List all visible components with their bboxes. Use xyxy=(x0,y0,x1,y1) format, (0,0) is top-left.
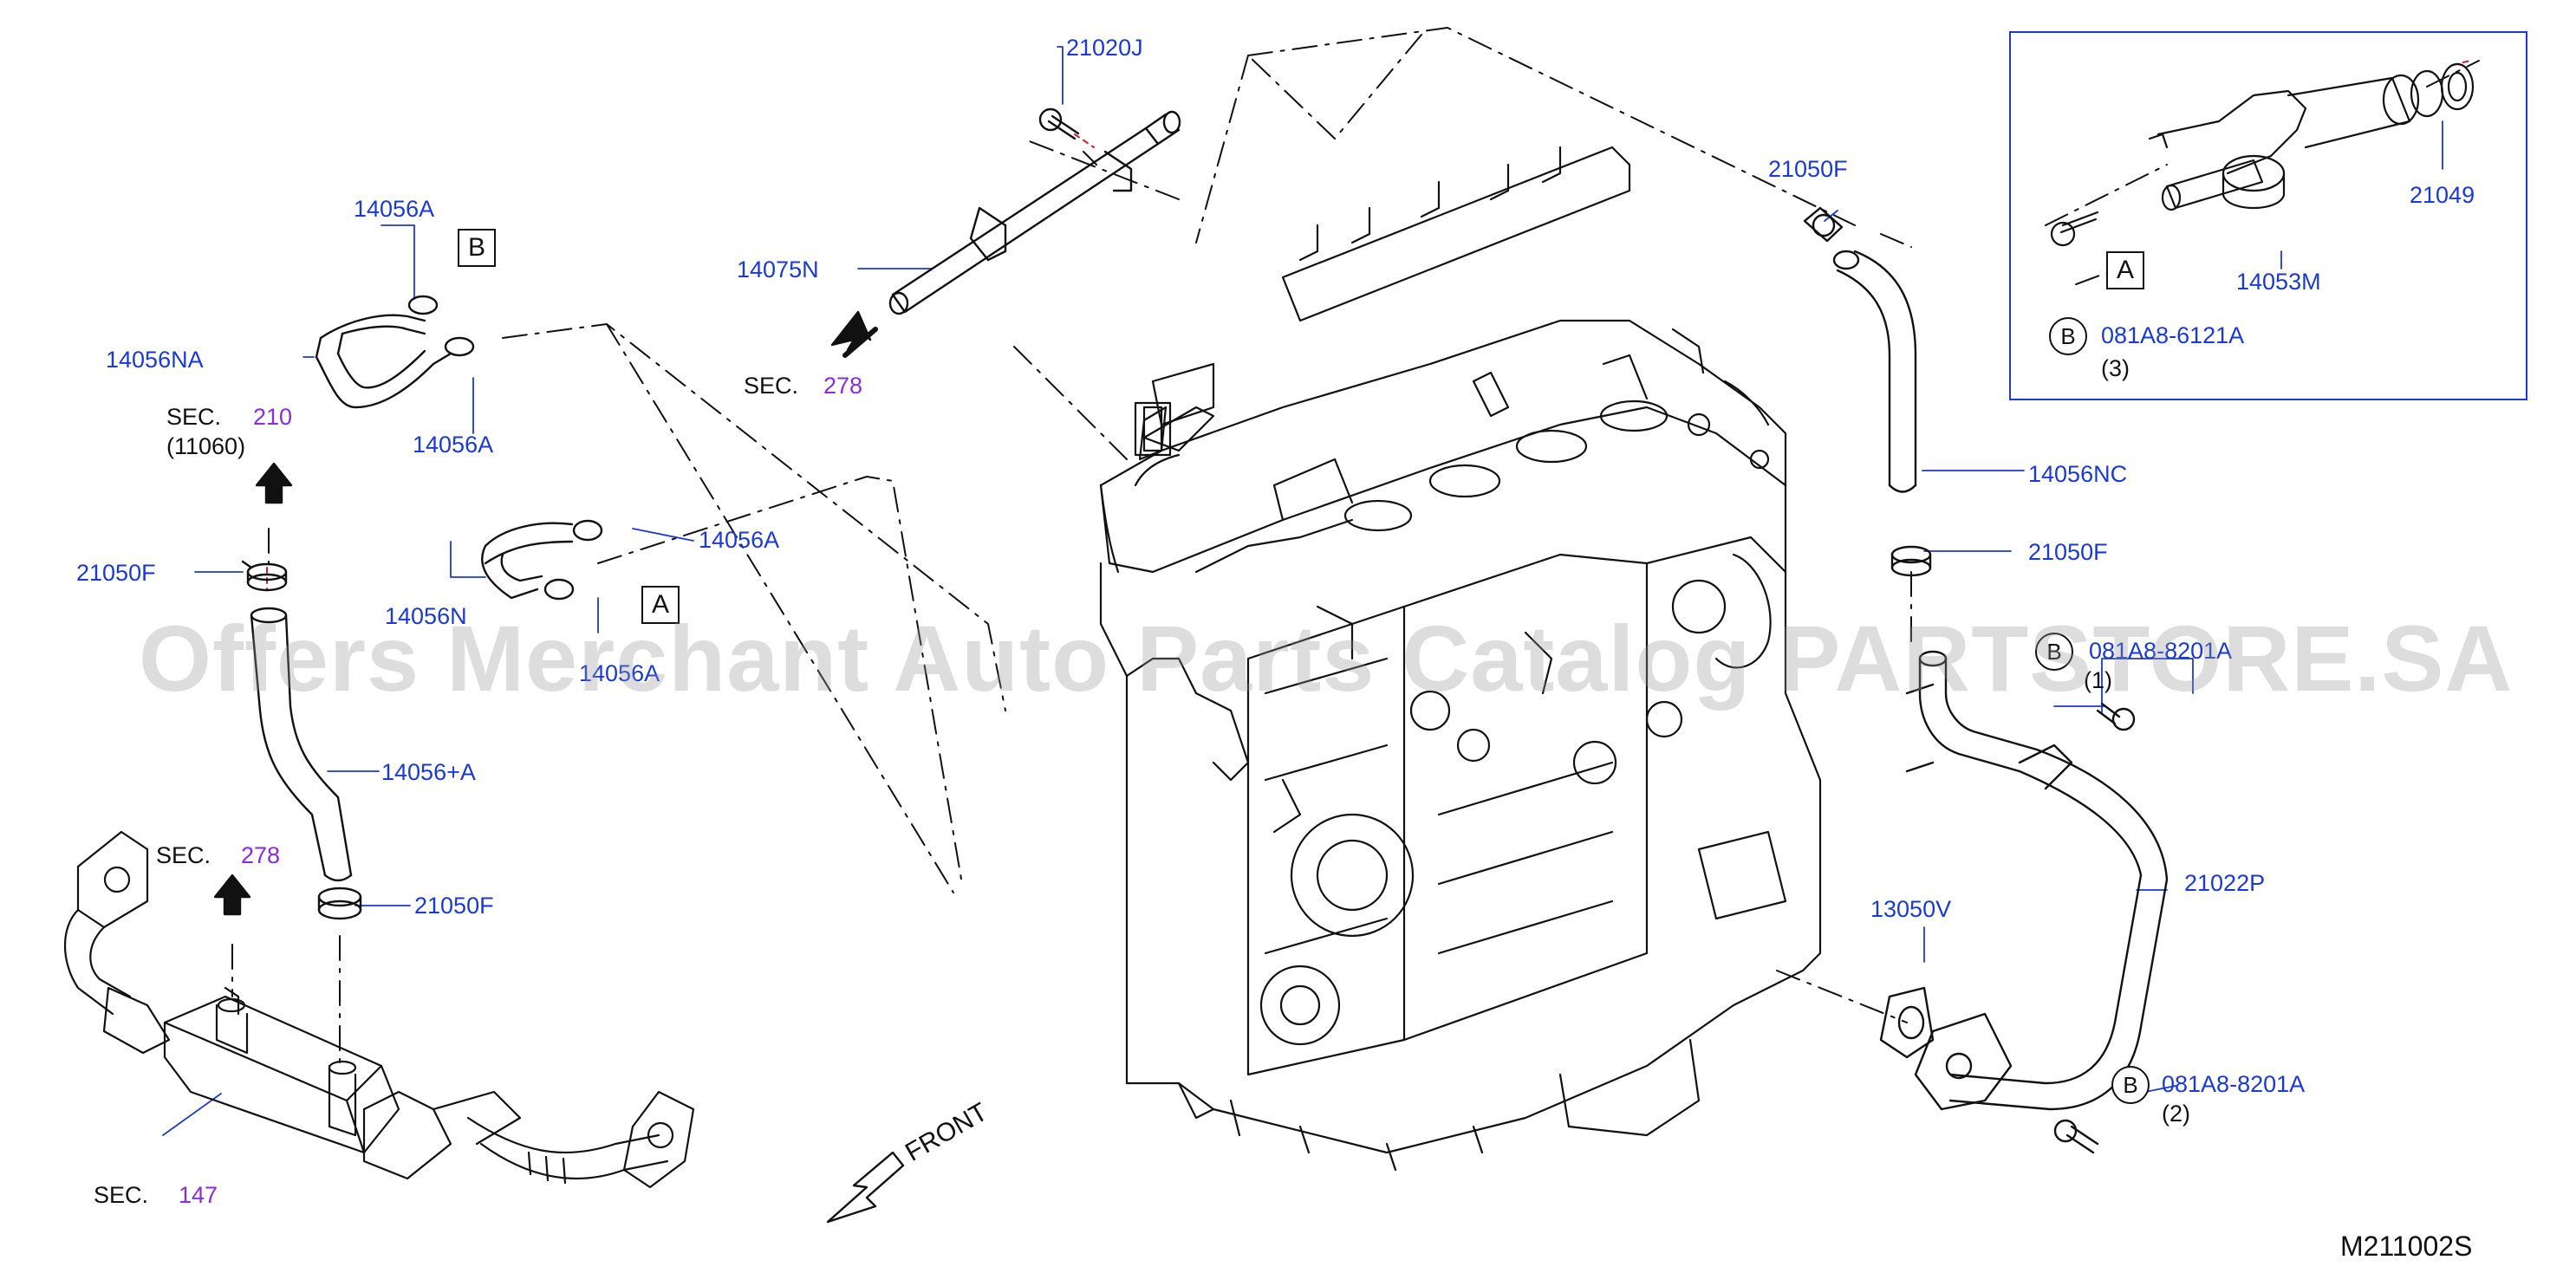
label-14053M: 14053M xyxy=(2236,269,2321,295)
label-14056N: 14056N xyxy=(385,603,467,629)
label-081A8-8201A-top: 081A8-8201A xyxy=(2089,638,2233,664)
label-14056A-1: 14056A xyxy=(354,196,435,222)
label-21050F-top: 21050F xyxy=(1768,156,1848,182)
clamp-21050F-bottom xyxy=(317,887,362,920)
label-14056NA: 14056NA xyxy=(106,347,204,373)
front-arrow xyxy=(826,1151,905,1224)
sec-278-left-word: SEC. xyxy=(156,842,211,868)
callout-A-mid: A xyxy=(641,586,680,624)
label-21050F-bottom: 21050F xyxy=(414,893,494,919)
label-081A8-6121A: 081A8-6121A xyxy=(2101,322,2245,348)
label-14056NC: 14056NC xyxy=(2028,461,2128,487)
leader-lines xyxy=(162,46,2443,1136)
label-14056plusA: 14056+A xyxy=(381,759,476,785)
label-21020J: 21020J xyxy=(1066,35,1143,61)
label-14075N: 14075N xyxy=(737,257,819,283)
watermark-text: Offers Merchant Auto Parts Catalog PARTS… xyxy=(139,606,2514,711)
sec-278-top-arrow xyxy=(830,310,872,352)
hose-14056N xyxy=(481,519,603,601)
label-14056A-2: 14056A xyxy=(413,432,494,458)
sec-278-left-arrow xyxy=(213,874,251,916)
engine-block xyxy=(1099,146,1822,1172)
sec-210-number: 210 xyxy=(253,404,293,430)
sec-278-top-number: 278 xyxy=(823,373,863,399)
qty-1: (1) xyxy=(2084,667,2112,693)
label-21049: 21049 xyxy=(2410,182,2475,208)
hose-14056plusA xyxy=(250,607,353,882)
inset-parts xyxy=(2050,62,2475,247)
sec-210-word: SEC. xyxy=(166,404,222,430)
clamp-21050F-right xyxy=(1890,545,1932,577)
label-21022P: 21022P xyxy=(2184,870,2266,896)
callout-B-inset: B xyxy=(2049,317,2087,355)
clamp-21050F-left xyxy=(241,560,288,592)
hose-14056NA xyxy=(315,295,475,409)
diagram-code: M211002S xyxy=(2340,1231,2473,1262)
callout-A-inset: A xyxy=(2106,251,2144,289)
hose-14056NC xyxy=(1803,206,1917,493)
callout-B-left: B xyxy=(458,229,496,267)
label-21050F-left: 21050F xyxy=(76,560,156,586)
pipe-21022P xyxy=(1879,650,2169,1154)
sec-210-subcode: (11060) xyxy=(166,433,246,459)
label-21050F-right: 21050F xyxy=(2028,539,2108,565)
label-14056A-3: 14056A xyxy=(699,527,780,553)
label-081A8-8201A-bottom: 081A8-8201A xyxy=(2162,1071,2306,1097)
label-13050V: 13050V xyxy=(1870,896,1952,922)
egr-cooler xyxy=(64,830,695,1189)
callout-B-upper-right: B xyxy=(2035,633,2073,671)
pipe-14075N xyxy=(888,107,1181,315)
qty-3: (3) xyxy=(2101,355,2130,381)
sec-278-left-number: 278 xyxy=(241,842,281,868)
callout-B-lower-right: B xyxy=(2111,1066,2150,1104)
sec-147-number: 147 xyxy=(179,1182,218,1208)
label-14056A-4: 14056A xyxy=(579,660,660,686)
inset-detail-box xyxy=(2009,31,2527,400)
sec-278-top-word: SEC. xyxy=(744,373,799,399)
qty-2: (2) xyxy=(2162,1101,2190,1127)
sec-147-word: SEC. xyxy=(94,1182,149,1208)
sec-210-arrow xyxy=(255,462,293,504)
